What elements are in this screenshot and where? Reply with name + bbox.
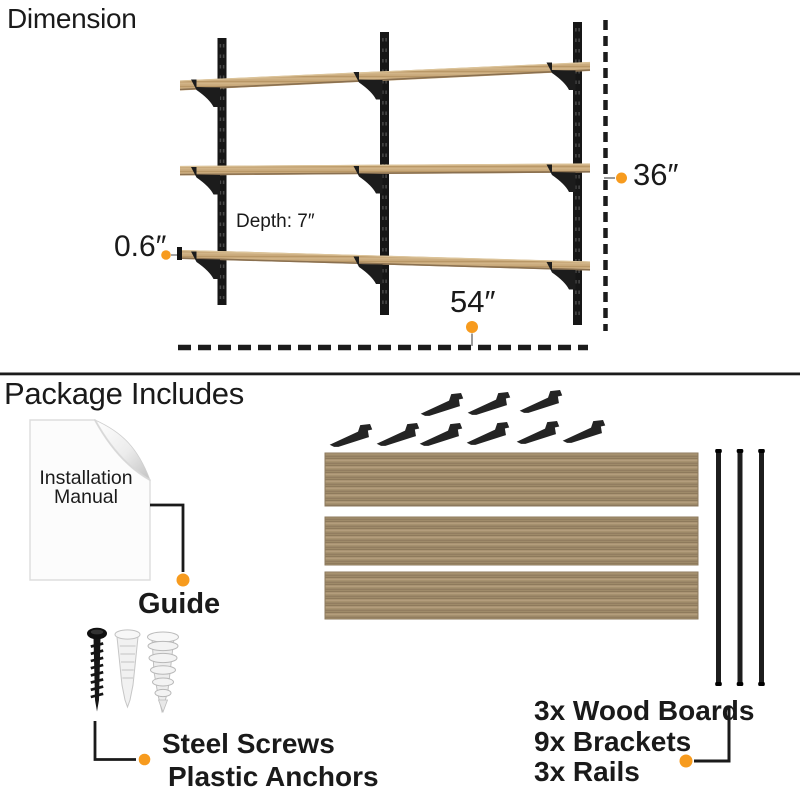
- shelf-bracket-icon: [466, 422, 510, 445]
- steel-screws-label: Steel Screws: [162, 728, 335, 759]
- brackets-group: [329, 390, 606, 447]
- shelf-bracket-icon: [191, 79, 220, 107]
- shelf-board-bottom: [182, 250, 590, 271]
- height-label: 36″: [633, 157, 679, 192]
- contents-boards-label: 3x Wood Boards: [534, 695, 755, 726]
- shelf-bracket-icon: [546, 262, 576, 290]
- shelf-bracket-icon: [329, 424, 373, 447]
- shelf-boards-mounted: [179, 61, 591, 271]
- guide-label: Guide: [138, 588, 221, 620]
- dimension-section-title: Dimension: [7, 3, 137, 34]
- shelf-bracket-icon: [516, 421, 560, 444]
- guide-connector-line: [150, 503, 185, 572]
- shelf-bracket-icon: [353, 256, 383, 284]
- screws-connector-line: [93, 721, 136, 761]
- shelf-bracket-icon: [419, 423, 463, 446]
- plastic-anchors-label: Plastic Anchors: [168, 761, 379, 792]
- contents-connector-line: [694, 706, 731, 763]
- callout-dot: [138, 753, 151, 766]
- plastic-anchor-icon: [114, 629, 141, 709]
- callout-dot: [176, 573, 190, 587]
- thickness-label: 0.6″: [114, 230, 167, 263]
- wood-board-icon: [324, 571, 699, 620]
- shelf-bracket-icon: [353, 72, 383, 100]
- shelf-bracket-icon: [191, 251, 220, 279]
- shelf-bracket-icon: [546, 164, 576, 192]
- steel-screw-icon: [87, 627, 107, 712]
- shelf-bracket-icon: [353, 166, 383, 194]
- shelf-bracket-icon: [467, 392, 511, 415]
- shelf-bracket-icon: [191, 167, 220, 195]
- wall-rail-icon: [573, 22, 582, 325]
- section-divider: [0, 372, 800, 376]
- thickness-tick: [177, 247, 182, 260]
- shelf-brackets-mounted: [191, 62, 576, 290]
- shelf-bracket-icon: [519, 390, 563, 413]
- contents-rails-label: 3x Rails: [534, 756, 640, 787]
- wood-board-icon: [324, 452, 699, 507]
- callout-dot: [161, 250, 171, 260]
- shelf-bracket-icon: [376, 423, 420, 446]
- rails-group: [715, 449, 765, 686]
- contents-brackets-label: 9x Brackets: [534, 726, 692, 757]
- shelf-bracket-icon: [562, 420, 606, 443]
- manual-text-line2: Manual: [54, 486, 118, 508]
- callout-dot: [466, 321, 478, 333]
- plastic-anchor-spiral-icon: [147, 631, 179, 714]
- wood-boards-group: [324, 452, 699, 620]
- installation-manual-icon: Installation Manual: [29, 419, 151, 581]
- package-section-title: Package Includes: [4, 376, 244, 411]
- shelf-board-top: [180, 62, 590, 91]
- shelf-bracket-icon: [420, 393, 464, 416]
- callout-dot: [679, 754, 693, 768]
- wall-rail-icon: [716, 449, 721, 686]
- callout-dot: [616, 172, 627, 184]
- shelf-bracket-icon: [546, 62, 576, 90]
- wall-rail-icon: [759, 449, 764, 686]
- width-label: 54″: [450, 284, 496, 319]
- depth-label: Depth: 7″: [236, 211, 315, 232]
- manual-text-line1: Installation: [39, 467, 132, 489]
- wall-rail-icon: [737, 449, 743, 686]
- wood-board-icon: [324, 516, 699, 566]
